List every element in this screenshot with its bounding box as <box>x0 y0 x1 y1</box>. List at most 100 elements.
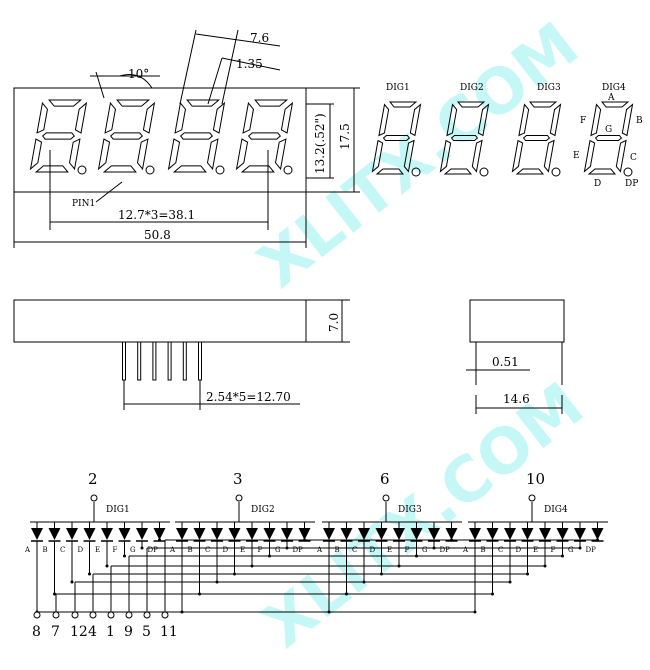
segment-d <box>375 168 405 175</box>
segment-g <box>450 134 479 142</box>
segment-name: E <box>533 546 538 554</box>
pin-number: 7 <box>51 624 60 640</box>
led-diode <box>31 528 43 540</box>
segment-d <box>443 168 473 175</box>
pin-diameter-label: 0.51 <box>492 355 519 369</box>
segment-c <box>615 139 627 173</box>
slant-angle-label: 10° <box>128 67 149 81</box>
segment-name: F <box>405 546 410 554</box>
junction-dot <box>105 564 109 568</box>
led-diode <box>211 528 223 540</box>
pin-terminal <box>107 611 115 619</box>
pin-terminal <box>71 611 79 619</box>
body-width-label: 50.8 <box>144 228 171 242</box>
led-diode <box>118 528 131 540</box>
segment-e <box>235 138 249 171</box>
segment-name: DP <box>440 546 451 554</box>
segment-f <box>518 103 530 137</box>
pin-lead <box>198 341 202 381</box>
segment-name: D <box>223 546 229 554</box>
common-pin-terminal <box>90 494 98 502</box>
pin-lead <box>137 341 142 381</box>
pin-terminal <box>89 611 97 619</box>
segment-f <box>590 103 602 137</box>
segment-e <box>371 139 384 173</box>
slant-arc <box>119 74 153 89</box>
dig1-label: DIG1 <box>386 83 410 93</box>
segment-c <box>206 138 219 171</box>
segment-g <box>179 132 214 140</box>
pin-span-label: 2.54*5=12.70 <box>206 390 291 404</box>
digit-group-label: DIG1 <box>106 505 130 515</box>
front-view <box>13 29 360 248</box>
common-pin-terminal <box>382 494 390 502</box>
side-view-end <box>466 299 565 414</box>
segment-name: F <box>551 546 556 554</box>
segment-width-label: 7.6 <box>250 31 269 45</box>
segment-c <box>136 138 149 171</box>
segment-f <box>104 101 116 134</box>
common-pin-number: 6 <box>380 470 390 488</box>
segment-g <box>247 132 282 140</box>
junction-dot <box>53 592 56 596</box>
segment-dp <box>479 167 489 177</box>
led-diode <box>393 528 405 540</box>
junction-dot <box>88 572 91 576</box>
segment-name: B <box>43 546 48 554</box>
pin-number: 5 <box>142 624 151 640</box>
segment-dp <box>215 165 225 175</box>
dig2-label: DIG2 <box>460 83 484 93</box>
segment-name: C <box>498 546 503 554</box>
segment-a <box>186 99 221 107</box>
pin1-label: PIN1 <box>72 199 95 209</box>
segment-a <box>600 101 630 108</box>
led-diode <box>445 528 458 540</box>
segment-a <box>48 99 83 107</box>
led-diode <box>410 528 423 540</box>
segment-c <box>471 139 483 173</box>
seg-label-c: C <box>630 153 637 163</box>
led-diode <box>358 528 370 540</box>
seg-label-b: B <box>636 116 643 126</box>
segment-name: G <box>275 546 281 554</box>
segment-f <box>446 103 458 137</box>
segment-c <box>68 138 81 171</box>
segment-a <box>116 99 151 107</box>
legend-digits <box>371 101 634 177</box>
led-diode <box>539 528 551 540</box>
segment-name: E <box>95 546 100 554</box>
segment-f <box>378 103 390 137</box>
segment-thickness-label: 1.35 <box>236 57 263 71</box>
pitch-label: 12.7*3=38.1 <box>118 208 195 222</box>
segment-name: G <box>568 546 574 554</box>
segment-b <box>212 101 226 134</box>
segment-b <box>280 101 294 134</box>
led-diode <box>428 528 440 540</box>
pin-lead <box>167 341 172 381</box>
digit-group-label: DIG2 <box>251 505 275 515</box>
pin-lead <box>182 341 187 381</box>
segment-e <box>511 139 524 173</box>
segment-c <box>543 139 555 173</box>
segment-name: D <box>370 546 376 554</box>
seg-label-f: F <box>580 116 586 126</box>
side-view-front <box>13 299 350 410</box>
led-diode <box>574 528 586 540</box>
segment-name: G <box>130 546 136 554</box>
segment-name: B <box>335 546 340 554</box>
pin-number: 1 <box>106 624 115 640</box>
segment-name: DP <box>293 546 304 554</box>
segment-width-ext-left <box>179 29 197 105</box>
pin-terminal <box>125 611 133 619</box>
segment-g <box>522 134 551 142</box>
thickness-dim-line <box>221 57 281 71</box>
pin-number: 12 <box>70 624 88 640</box>
led-diode <box>556 528 569 540</box>
segment-name: B <box>481 546 486 554</box>
segment-name: A <box>462 546 469 554</box>
thickness-ext-left <box>207 57 223 105</box>
segment-e <box>167 138 181 171</box>
segment-b <box>621 103 634 137</box>
led-diode <box>486 528 499 540</box>
